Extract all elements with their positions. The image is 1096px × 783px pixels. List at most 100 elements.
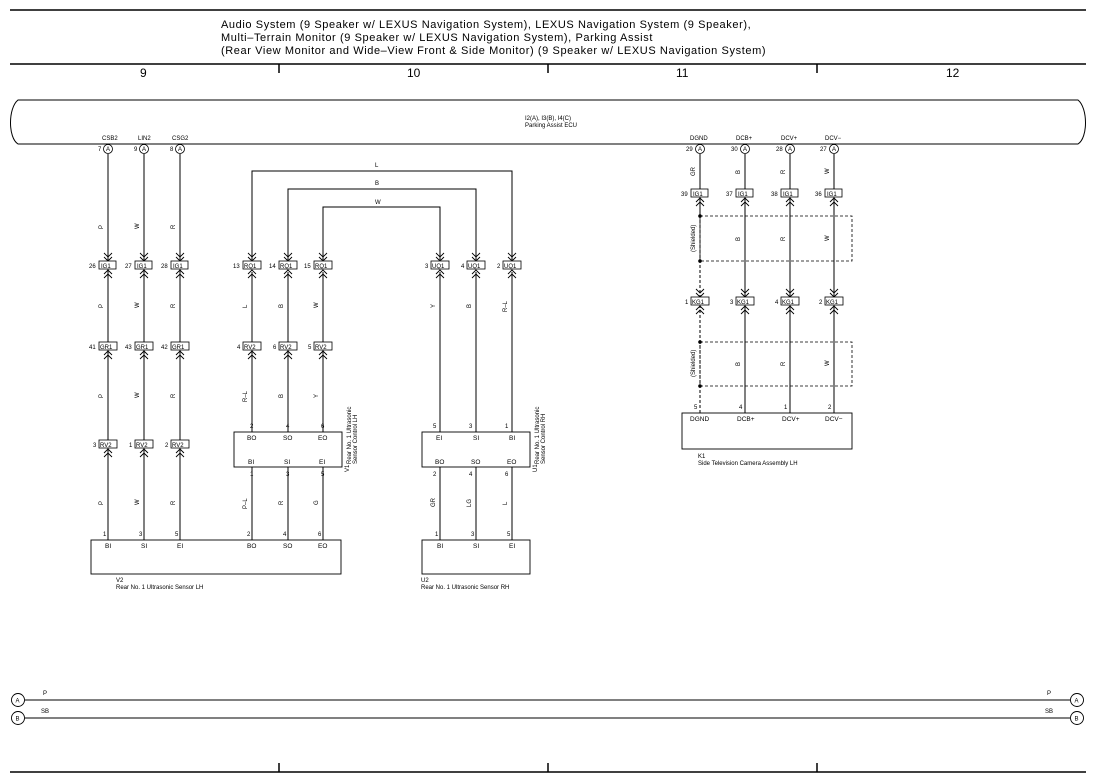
- svg-text:A: A: [106, 147, 110, 153]
- svg-text:IG1: IG1: [101, 264, 111, 270]
- svg-text:5: 5: [694, 405, 698, 411]
- svg-text:2: 2: [165, 443, 169, 449]
- title-line-3: (Rear View Monitor and Wide–View Front &…: [221, 45, 766, 57]
- svg-text:KG1: KG1: [692, 300, 705, 306]
- svg-text:5: 5: [308, 345, 312, 351]
- svg-text:1: 1: [250, 472, 254, 478]
- svg-text:6: 6: [321, 424, 325, 430]
- svg-text:3: 3: [93, 443, 97, 449]
- u1-sensor-control-rh: 5 3 1 EI SI BI BO SO EO 2 4 6 U1 Rear No…: [421, 407, 547, 478]
- svg-text:DCV+: DCV+: [782, 416, 800, 423]
- svg-text:2: 2: [247, 532, 251, 538]
- svg-text:GR: GR: [431, 497, 437, 507]
- v2-ultrasonic-sensor-lh: 1 3 5 2 4 6 BI SI EI BO SO EO V2 Rear No…: [90, 532, 342, 591]
- svg-text:30: 30: [731, 147, 738, 153]
- svg-text:IG1: IG1: [173, 264, 183, 270]
- svg-text:4: 4: [237, 345, 241, 351]
- svg-text:UQ1: UQ1: [468, 264, 481, 270]
- bus-line-b: B B SB SB: [11, 709, 1084, 725]
- svg-text:DGND: DGND: [690, 136, 708, 142]
- svg-text:LG: LG: [467, 499, 473, 507]
- svg-text:IG1: IG1: [827, 192, 837, 198]
- svg-text:P: P: [99, 304, 105, 308]
- column-number-9: 9: [140, 66, 147, 80]
- svg-text:1: 1: [685, 300, 689, 306]
- ecu-pin-lin2: LIN2 9 A: [134, 136, 151, 154]
- svg-text:P: P: [99, 225, 105, 229]
- left-wire-colors: P W R P W R P W R P W R: [99, 223, 177, 505]
- svg-text:EI: EI: [509, 543, 515, 550]
- svg-text:SO: SO: [471, 459, 480, 466]
- svg-text:RQ1: RQ1: [315, 264, 328, 270]
- svg-text:B: B: [279, 304, 285, 308]
- svg-text:GR1: GR1: [172, 345, 185, 351]
- connector-ig1-right: 39 IG1 37 IG1 38 IG1 36 IG1: [681, 188, 843, 207]
- svg-text:27: 27: [125, 264, 132, 270]
- svg-text:EI: EI: [177, 543, 183, 550]
- svg-text:27: 27: [820, 147, 827, 153]
- svg-text:1: 1: [103, 532, 107, 538]
- svg-text:Side Television Camera Assembl: Side Television Camera Assembly LH: [698, 461, 798, 467]
- column-number-11: 11: [676, 66, 689, 80]
- svg-text:RV2: RV2: [172, 443, 184, 449]
- svg-text:2: 2: [497, 264, 501, 270]
- svg-text:Rear No. 1 Ultrasonic: Rear No. 1 Ultrasonic: [347, 407, 353, 464]
- svg-text:SI: SI: [473, 543, 479, 550]
- svg-text:CSG2: CSG2: [172, 136, 189, 142]
- svg-text:R: R: [171, 224, 177, 229]
- svg-text:W: W: [825, 360, 831, 366]
- svg-text:P: P: [99, 394, 105, 398]
- svg-text:BI: BI: [105, 543, 111, 550]
- svg-text:IG1: IG1: [783, 192, 793, 198]
- svg-text:Y: Y: [431, 304, 437, 308]
- svg-text:2: 2: [828, 405, 832, 411]
- connector-gr1: 41 GR1 43 GR1 42 GR1: [89, 341, 190, 360]
- svg-text:W: W: [135, 302, 141, 308]
- svg-text:EI: EI: [436, 435, 442, 442]
- column-number-10: 10: [407, 66, 421, 80]
- middle-wire-colors: L B W Y B R–L R–L B Y P–L R G GR LG L: [243, 300, 509, 509]
- svg-text:RQ1: RQ1: [244, 264, 257, 270]
- svg-text:DCB+: DCB+: [737, 416, 755, 423]
- svg-text:W: W: [135, 392, 141, 398]
- svg-text:R: R: [781, 361, 787, 366]
- svg-text:5: 5: [321, 472, 325, 478]
- svg-text:28: 28: [161, 264, 168, 270]
- svg-text:6: 6: [505, 472, 509, 478]
- svg-text:1: 1: [435, 532, 439, 538]
- svg-text:41: 41: [89, 345, 96, 351]
- svg-text:DCV−: DCV−: [825, 136, 842, 142]
- svg-text:2: 2: [433, 472, 437, 478]
- svg-text:CSB2: CSB2: [102, 136, 118, 142]
- svg-text:A: A: [178, 147, 182, 153]
- svg-text:Rear No. 1 Ultrasonic Sensor L: Rear No. 1 Ultrasonic Sensor LH: [116, 585, 203, 591]
- svg-text:RV2: RV2: [280, 345, 292, 351]
- svg-text:EO: EO: [318, 435, 327, 442]
- svg-text:(Shielded): (Shielded): [691, 350, 697, 377]
- svg-text:Sensor Control LH: Sensor Control LH: [353, 415, 359, 464]
- shield-1: (Shielded): [691, 214, 853, 263]
- svg-text:SI: SI: [473, 435, 479, 442]
- svg-text:A: A: [1075, 699, 1079, 705]
- svg-text:KG1: KG1: [782, 300, 795, 306]
- svg-text:7: 7: [98, 147, 102, 153]
- svg-text:Rear No. 1 Ultrasonic Sensor R: Rear No. 1 Ultrasonic Sensor RH: [421, 585, 509, 591]
- svg-text:3: 3: [471, 532, 475, 538]
- svg-text:RQ1: RQ1: [280, 264, 293, 270]
- ecu-pin-csb2: CSB2 7 A: [98, 136, 118, 154]
- svg-text:R–L: R–L: [243, 390, 249, 402]
- svg-text:14: 14: [269, 264, 276, 270]
- svg-text:Sensor Control RH: Sensor Control RH: [541, 414, 547, 464]
- svg-text:UQ1: UQ1: [432, 264, 445, 270]
- svg-text:Y: Y: [314, 394, 320, 398]
- ecu-box: [10, 99, 1086, 145]
- svg-text:SB: SB: [1045, 709, 1053, 715]
- svg-text:36: 36: [815, 192, 822, 198]
- bottom-frame: [10, 763, 1086, 773]
- svg-text:W: W: [825, 235, 831, 241]
- right-wire-colors: GR B R W B R W B R W: [691, 166, 831, 366]
- svg-text:IG1: IG1: [693, 192, 703, 198]
- svg-text:3: 3: [730, 300, 734, 306]
- svg-text:B: B: [736, 362, 742, 366]
